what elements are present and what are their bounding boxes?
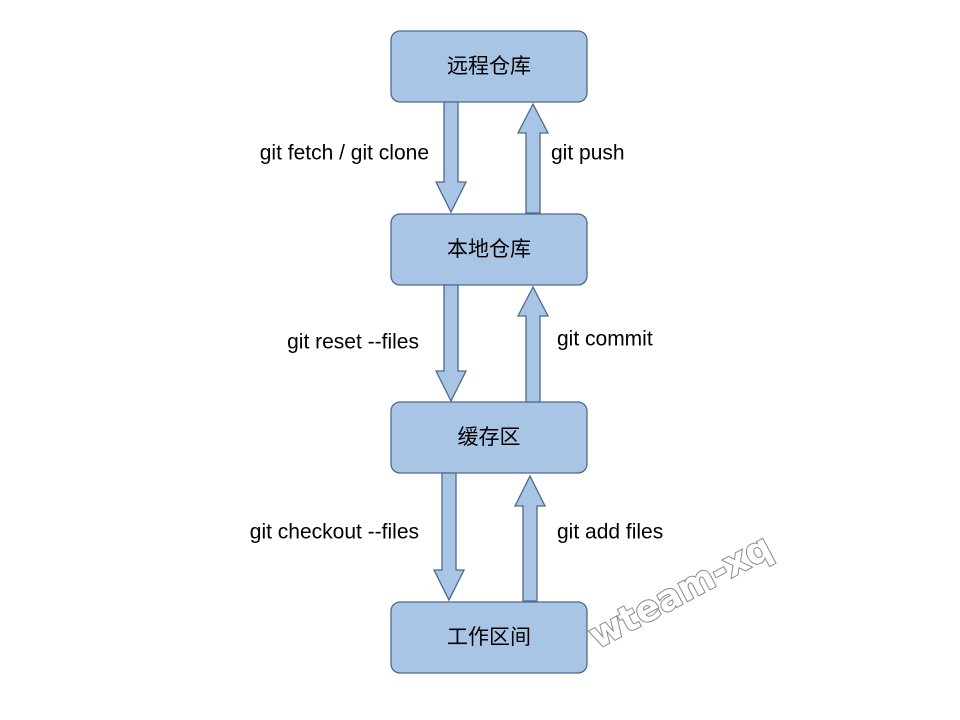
reset-arrow [434, 284, 468, 403]
local-repo-label: 本地仓库 [447, 237, 531, 261]
local-repo-node: 本地仓库 [390, 213, 588, 286]
commit-label: git commit [557, 328, 653, 351]
workspace-label: 工作区间 [447, 625, 531, 649]
checkout-arrow [432, 472, 466, 602]
watermark-text: wteam-xq [582, 527, 778, 657]
reset-label: git reset --files [287, 331, 419, 354]
fetch-clone-label: git fetch / git clone [260, 142, 429, 165]
commit-arrow [516, 285, 550, 403]
checkout-label: git checkout --files [250, 521, 419, 544]
push-label: git push [551, 142, 625, 165]
add-arrow [513, 474, 547, 602]
staging-area-node: 缓存区 [390, 401, 588, 474]
add-label: git add files [557, 521, 663, 544]
staging-area-label: 缓存区 [458, 425, 521, 449]
remote-repo-node: 远程仓库 [390, 30, 588, 103]
fetch-clone-arrow [434, 101, 468, 214]
workspace-node: 工作区间 [390, 601, 588, 674]
push-arrow [516, 102, 550, 214]
remote-repo-label: 远程仓库 [447, 54, 531, 78]
